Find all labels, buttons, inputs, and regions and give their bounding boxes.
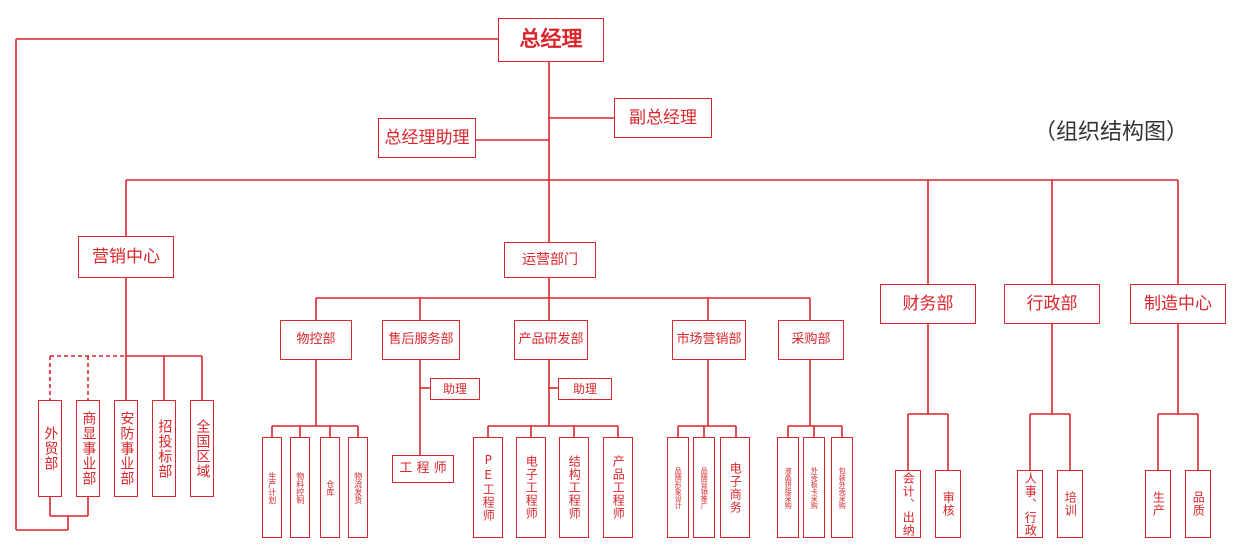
node-training: 培训 — [1057, 470, 1083, 538]
node-manufacturing-center: 制造中心 — [1130, 284, 1226, 324]
node-structural-engineer: 结构工程师 — [559, 437, 589, 538]
node-logistics: 物流发货 — [348, 437, 368, 538]
node-lcd-purchase: 液晶拼接采购 — [777, 437, 799, 538]
node-service-engineer: 工 程 师 — [392, 455, 454, 483]
node-hr-admin: 人事、行政 — [1017, 470, 1043, 538]
node-audit: 审核 — [935, 470, 961, 538]
node-product-engineer: 产品工程师 — [603, 437, 633, 538]
node-commercial-display: 商显事业部 — [76, 400, 100, 497]
node-product-rd: 产品研发部 — [514, 320, 588, 360]
node-accounting-cashier: 会计、出纳 — [895, 470, 921, 538]
node-security-business: 安防事业部 — [114, 400, 138, 497]
node-vice-general-manager: 副总经理 — [614, 98, 712, 138]
node-material-control: 物控部 — [280, 320, 352, 360]
node-rd-assistant: 助理 — [558, 378, 612, 400]
node-admin-dept: 行政部 — [1004, 284, 1100, 324]
node-electronics-engineer: 电子工程师 — [516, 437, 546, 538]
node-gm-assistant: 总经理助理 — [378, 118, 476, 158]
node-e-commerce: 电子商务 — [720, 437, 750, 538]
node-shell-board-purchase: 外壳板卡采购 — [803, 437, 825, 538]
node-pe-engineer: PE工程师 — [473, 437, 503, 538]
node-marketing-center: 营销中心 — [78, 236, 174, 278]
node-market-marketing: 市场营销部 — [672, 320, 746, 360]
node-operations-dept: 运营部门 — [504, 242, 596, 278]
node-after-sales: 售后服务部 — [382, 320, 460, 360]
node-general-manager: 总经理 — [498, 18, 604, 62]
node-warehouse: 仓库 — [320, 437, 340, 538]
chart-title: （组织结构图） — [1034, 120, 1189, 145]
node-material-ctrl: 物料控制 — [290, 437, 310, 538]
node-finance-dept: 财务部 — [880, 284, 976, 324]
node-brand-promotion: 品牌营销推广 — [693, 437, 715, 538]
node-national-region: 全国区域 — [190, 400, 214, 497]
node-packaging-purchase: 包装外壳采购 — [831, 437, 853, 538]
node-production-plan: 生产计划 — [262, 437, 282, 538]
node-foreign-trade: 外贸部 — [38, 400, 62, 497]
node-production: 生产 — [1145, 470, 1171, 538]
node-purchasing: 采购部 — [778, 320, 844, 360]
node-after-sales-assistant: 助理 — [430, 378, 480, 400]
node-bidding: 招投标部 — [152, 400, 176, 497]
node-brand-image: 品牌形象设计 — [667, 437, 689, 538]
node-quality: 品质 — [1185, 470, 1211, 538]
